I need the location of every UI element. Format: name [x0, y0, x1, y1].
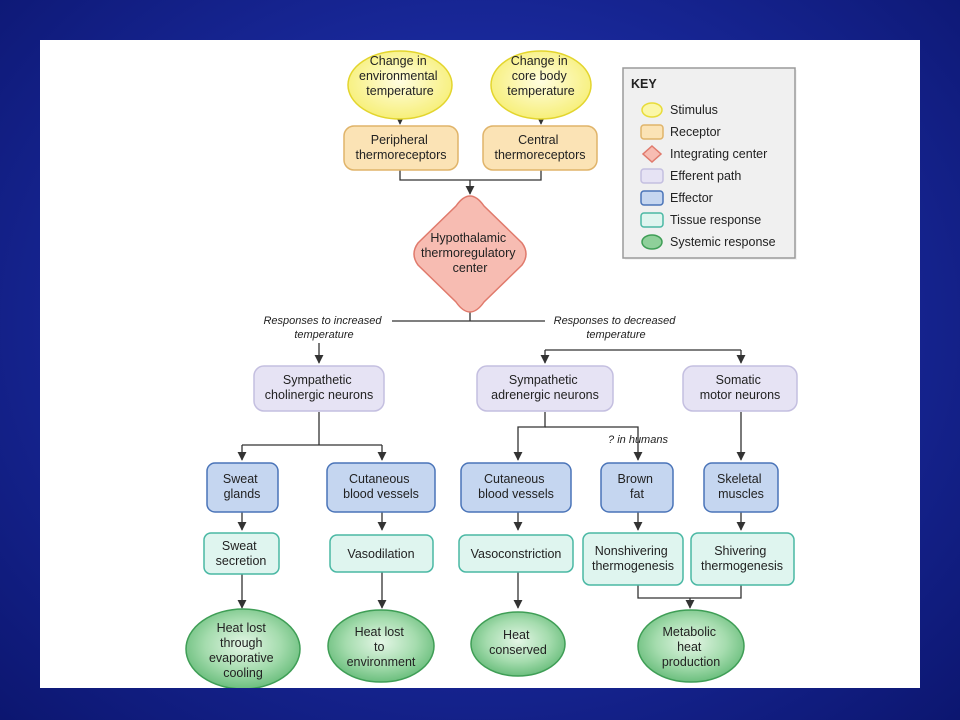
integrating-center-text: Hypothalamic thermoregulatory center — [421, 231, 519, 275]
slide: Change in environmental temperature Chan… — [40, 40, 920, 688]
effector-skeletal-muscles: Skeletal muscles — [703, 462, 779, 513]
key-item-receptor: Receptor — [640, 124, 721, 140]
effector-brown-fat: Brown fat — [600, 462, 674, 513]
key-item-tissue-response: Tissue response — [640, 212, 761, 228]
key-label-efferent-path: Efferent path — [670, 169, 741, 183]
key-swatch-tissue-response — [640, 212, 664, 228]
branch-label-decreased: Responses to decreased temperature — [554, 315, 679, 341]
receptor-peripheral-text: Peripheral thermoreceptors — [355, 133, 446, 162]
tissue-sweat-secretion: Sweat secretion — [203, 532, 280, 575]
tissue-shivering-text: Shivering thermogenesis — [701, 544, 783, 573]
stimulus-environmental: Change in environmental temperature — [347, 50, 453, 120]
systemic-evaporative-cooling-text: Heat lost through evaporative cooling — [209, 621, 277, 680]
receptor-central-text: Central thermoreceptors — [494, 133, 585, 162]
effector-sweat-glands: Sweat glands — [206, 462, 279, 513]
key-label-effector: Effector — [670, 191, 713, 205]
receptor-peripheral: Peripheral thermoreceptors — [343, 125, 459, 171]
effector-sweat-glands-text: Sweat glands — [223, 472, 261, 501]
key-item-integrating-center: Integrating center — [641, 144, 767, 164]
key-swatch-systemic-response — [641, 234, 663, 250]
integrating-center: Hypothalamic thermoregulatory center — [413, 195, 527, 313]
efferent-somatic: Somatic motor neurons — [682, 365, 798, 412]
efferent-somatic-text: Somatic motor neurons — [700, 373, 781, 402]
systemic-heat-lost-environment: Heat lost to environment — [327, 609, 435, 683]
stimulus-core-body-text: Change in core body temperature — [507, 54, 574, 98]
stimulus-core-body: Change in core body temperature — [490, 50, 592, 120]
stimulus-environmental-text: Change in environmental temperature — [359, 54, 441, 98]
effector-cutaneous-constrict: Cutaneous blood vessels — [460, 462, 572, 513]
key-label-stimulus: Stimulus — [670, 103, 718, 117]
efferent-adrenergic-text: Sympathetic adrenergic neurons — [491, 373, 599, 402]
tissue-vasoconstriction: Vasoconstriction — [458, 534, 574, 573]
efferent-cholinergic-text: Sympathetic cholinergic neurons — [265, 373, 373, 402]
systemic-heat-conserved-text: Heat conserved — [489, 628, 547, 657]
thermoregulation-diagram: Change in environmental temperature Chan… — [185, 50, 798, 688]
efferent-cholinergic: Sympathetic cholinergic neurons — [253, 365, 385, 412]
key-label-receptor: Receptor — [670, 125, 721, 139]
effector-cutaneous-constrict-text: Cutaneous blood vessels — [478, 472, 554, 501]
efferent-adrenergic: Sympathetic adrenergic neurons — [476, 365, 614, 412]
key-swatch-efferent-path — [640, 168, 664, 184]
key-label-integrating-center: Integrating center — [670, 147, 767, 161]
key-label-tissue-response: Tissue response — [670, 213, 761, 227]
systemic-evaporative-cooling: Heat lost through evaporative cooling — [185, 608, 301, 688]
tissue-shivering: Shivering thermogenesis — [690, 532, 795, 586]
effector-skeletal-muscles-text: Skeletal muscles — [717, 472, 765, 501]
tissue-sweat-secretion-text: Sweat secretion — [216, 539, 267, 568]
tissue-vasodilation-text: Vasodilation — [347, 547, 414, 561]
effector-cutaneous-dilate: Cutaneous blood vessels — [326, 462, 436, 513]
branch-label-humans: ? in humans — [608, 434, 668, 446]
key-item-stimulus: Stimulus — [641, 102, 718, 118]
systemic-metabolic-heat-text: Metabolic heat production — [662, 625, 720, 669]
connectors — [237, 113, 746, 609]
tissue-vasoconstriction-text: Vasoconstriction — [471, 547, 562, 561]
key-label-systemic-response: Systemic response — [670, 235, 776, 249]
key-swatch-effector — [640, 190, 664, 206]
systemic-metabolic-heat: Metabolic heat production — [637, 609, 745, 683]
effector-cutaneous-dilate-text: Cutaneous blood vessels — [343, 472, 419, 501]
tissue-nonshivering: Nonshivering thermogenesis — [582, 532, 684, 586]
systemic-heat-lost-environment-text: Heat lost to environment — [347, 625, 416, 669]
effector-brown-fat-text: Brown fat — [618, 472, 657, 501]
key-item-efferent-path: Efferent path — [640, 168, 741, 184]
key-item-systemic-response: Systemic response — [641, 234, 776, 250]
branch-label-increased: Responses to increased temperature — [263, 315, 384, 341]
receptor-central: Central thermoreceptors — [482, 125, 598, 171]
key-title: KEY — [631, 77, 657, 91]
key-item-effector: Effector — [640, 190, 713, 206]
tissue-vasodilation: Vasodilation — [329, 534, 434, 573]
key-swatch-receptor — [640, 124, 664, 140]
systemic-heat-conserved: Heat conserved — [470, 611, 566, 677]
key-swatch-stimulus — [641, 102, 663, 118]
key-swatch-integrating-center — [641, 144, 663, 164]
tissue-nonshivering-text: Nonshivering thermogenesis — [592, 544, 674, 573]
